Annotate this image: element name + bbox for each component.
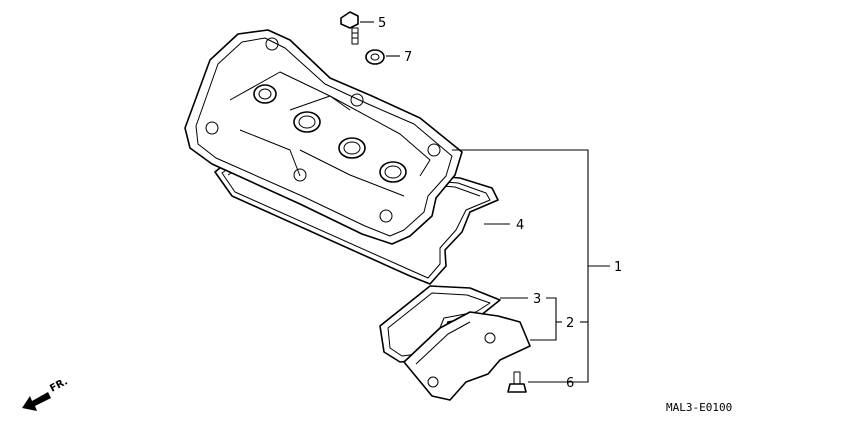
bolt-boss — [205, 121, 219, 135]
breather-plate — [403, 311, 531, 401]
head-cover — [184, 29, 463, 245]
plate-bolt-hole — [484, 332, 496, 344]
plate-bolt-hole — [427, 376, 439, 388]
front-direction-arrow-icon — [22, 392, 51, 411]
bolt-boss — [265, 37, 279, 51]
spark-plug-hole-2 — [338, 137, 366, 159]
flange-bolt — [507, 371, 527, 393]
leader-lines — [360, 21, 610, 383]
bolt-boss — [427, 143, 441, 157]
spark-plug-hole-3 — [379, 161, 407, 183]
spark-plug-hole-1 — [293, 111, 321, 133]
callout-7: 7 — [404, 50, 412, 65]
callout-6: 6 — [566, 376, 574, 391]
callout-1: 1 — [614, 260, 622, 275]
breather-plate-gasket — [379, 285, 501, 363]
washer — [365, 49, 385, 65]
front-direction-label: FR. — [48, 376, 70, 394]
bolt-boss — [293, 168, 307, 182]
bolt-boss — [350, 93, 364, 107]
spark-plug-hole-4 — [253, 84, 277, 104]
diagram-code: MAL3-E0100 — [666, 401, 732, 414]
bolt-boss — [379, 209, 393, 223]
cover-bolt — [340, 11, 359, 45]
callout-5: 5 — [378, 16, 386, 31]
callout-3: 3 — [533, 292, 541, 307]
callout-2: 2 — [566, 316, 574, 331]
callout-4: 4 — [516, 218, 524, 233]
